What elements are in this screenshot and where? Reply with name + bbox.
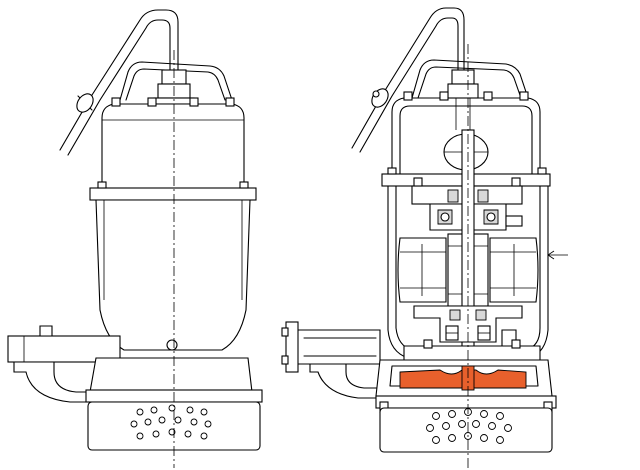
exterior-view	[7, 9, 263, 468]
section-side-marker	[547, 250, 568, 260]
section-outer-casing	[391, 91, 541, 176]
oil-chamber-plate	[403, 339, 541, 361]
exterior-power-cable	[59, 9, 179, 156]
section-cable-gland	[447, 69, 479, 130]
rotor-bearing-block	[429, 203, 523, 231]
section-strainer-holes	[426, 408, 512, 444]
section-handle	[411, 59, 529, 99]
exterior-motor-housing	[95, 199, 251, 351]
section-strainer-base	[375, 395, 557, 453]
sectional-view	[281, 7, 568, 468]
exterior-motor-cover	[101, 97, 245, 191]
section-discharge-elbow	[281, 321, 397, 399]
exterior-flange	[89, 181, 257, 201]
stator-windings	[397, 237, 539, 303]
exterior-strainer-holes	[130, 404, 212, 440]
exterior-discharge-elbow	[7, 325, 121, 403]
exterior-pump-casing	[89, 357, 253, 393]
section-power-cable	[351, 7, 465, 153]
